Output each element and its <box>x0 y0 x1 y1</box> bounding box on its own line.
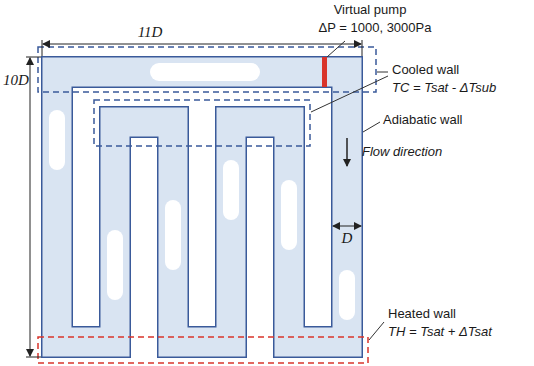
formula-text: TH = Tsat + ΔTsat <box>388 324 492 340</box>
heated-region <box>38 337 368 363</box>
dimension-d <box>333 226 361 227</box>
channel-wall <box>57 72 347 342</box>
dimension-label: 11D <box>138 24 163 40</box>
callout-text: Adiabatic wall <box>383 112 463 128</box>
cooled-region <box>38 47 376 92</box>
vapor-bubbles <box>49 63 355 320</box>
channel-fluid <box>57 72 347 342</box>
callout-text: Flow direction <box>362 144 442 160</box>
callout-text: Heated wall <box>388 306 456 322</box>
dimension-11d <box>42 40 362 56</box>
dimension-label: D <box>342 230 353 246</box>
virtual-pump <box>322 57 327 87</box>
dimension-10d <box>26 57 41 357</box>
callout-text: ΔP = 1000, 3000Pa <box>319 20 432 36</box>
flow-arrow <box>346 138 348 166</box>
callout-text: Virtual pump <box>334 2 407 18</box>
formula-text: TC = Tsat - ΔTsub <box>392 80 496 96</box>
leader-lines <box>311 41 388 340</box>
callout-text: Cooled wall <box>392 62 459 78</box>
dimension-label: 10D <box>3 72 29 88</box>
cooled-region <box>94 100 310 146</box>
